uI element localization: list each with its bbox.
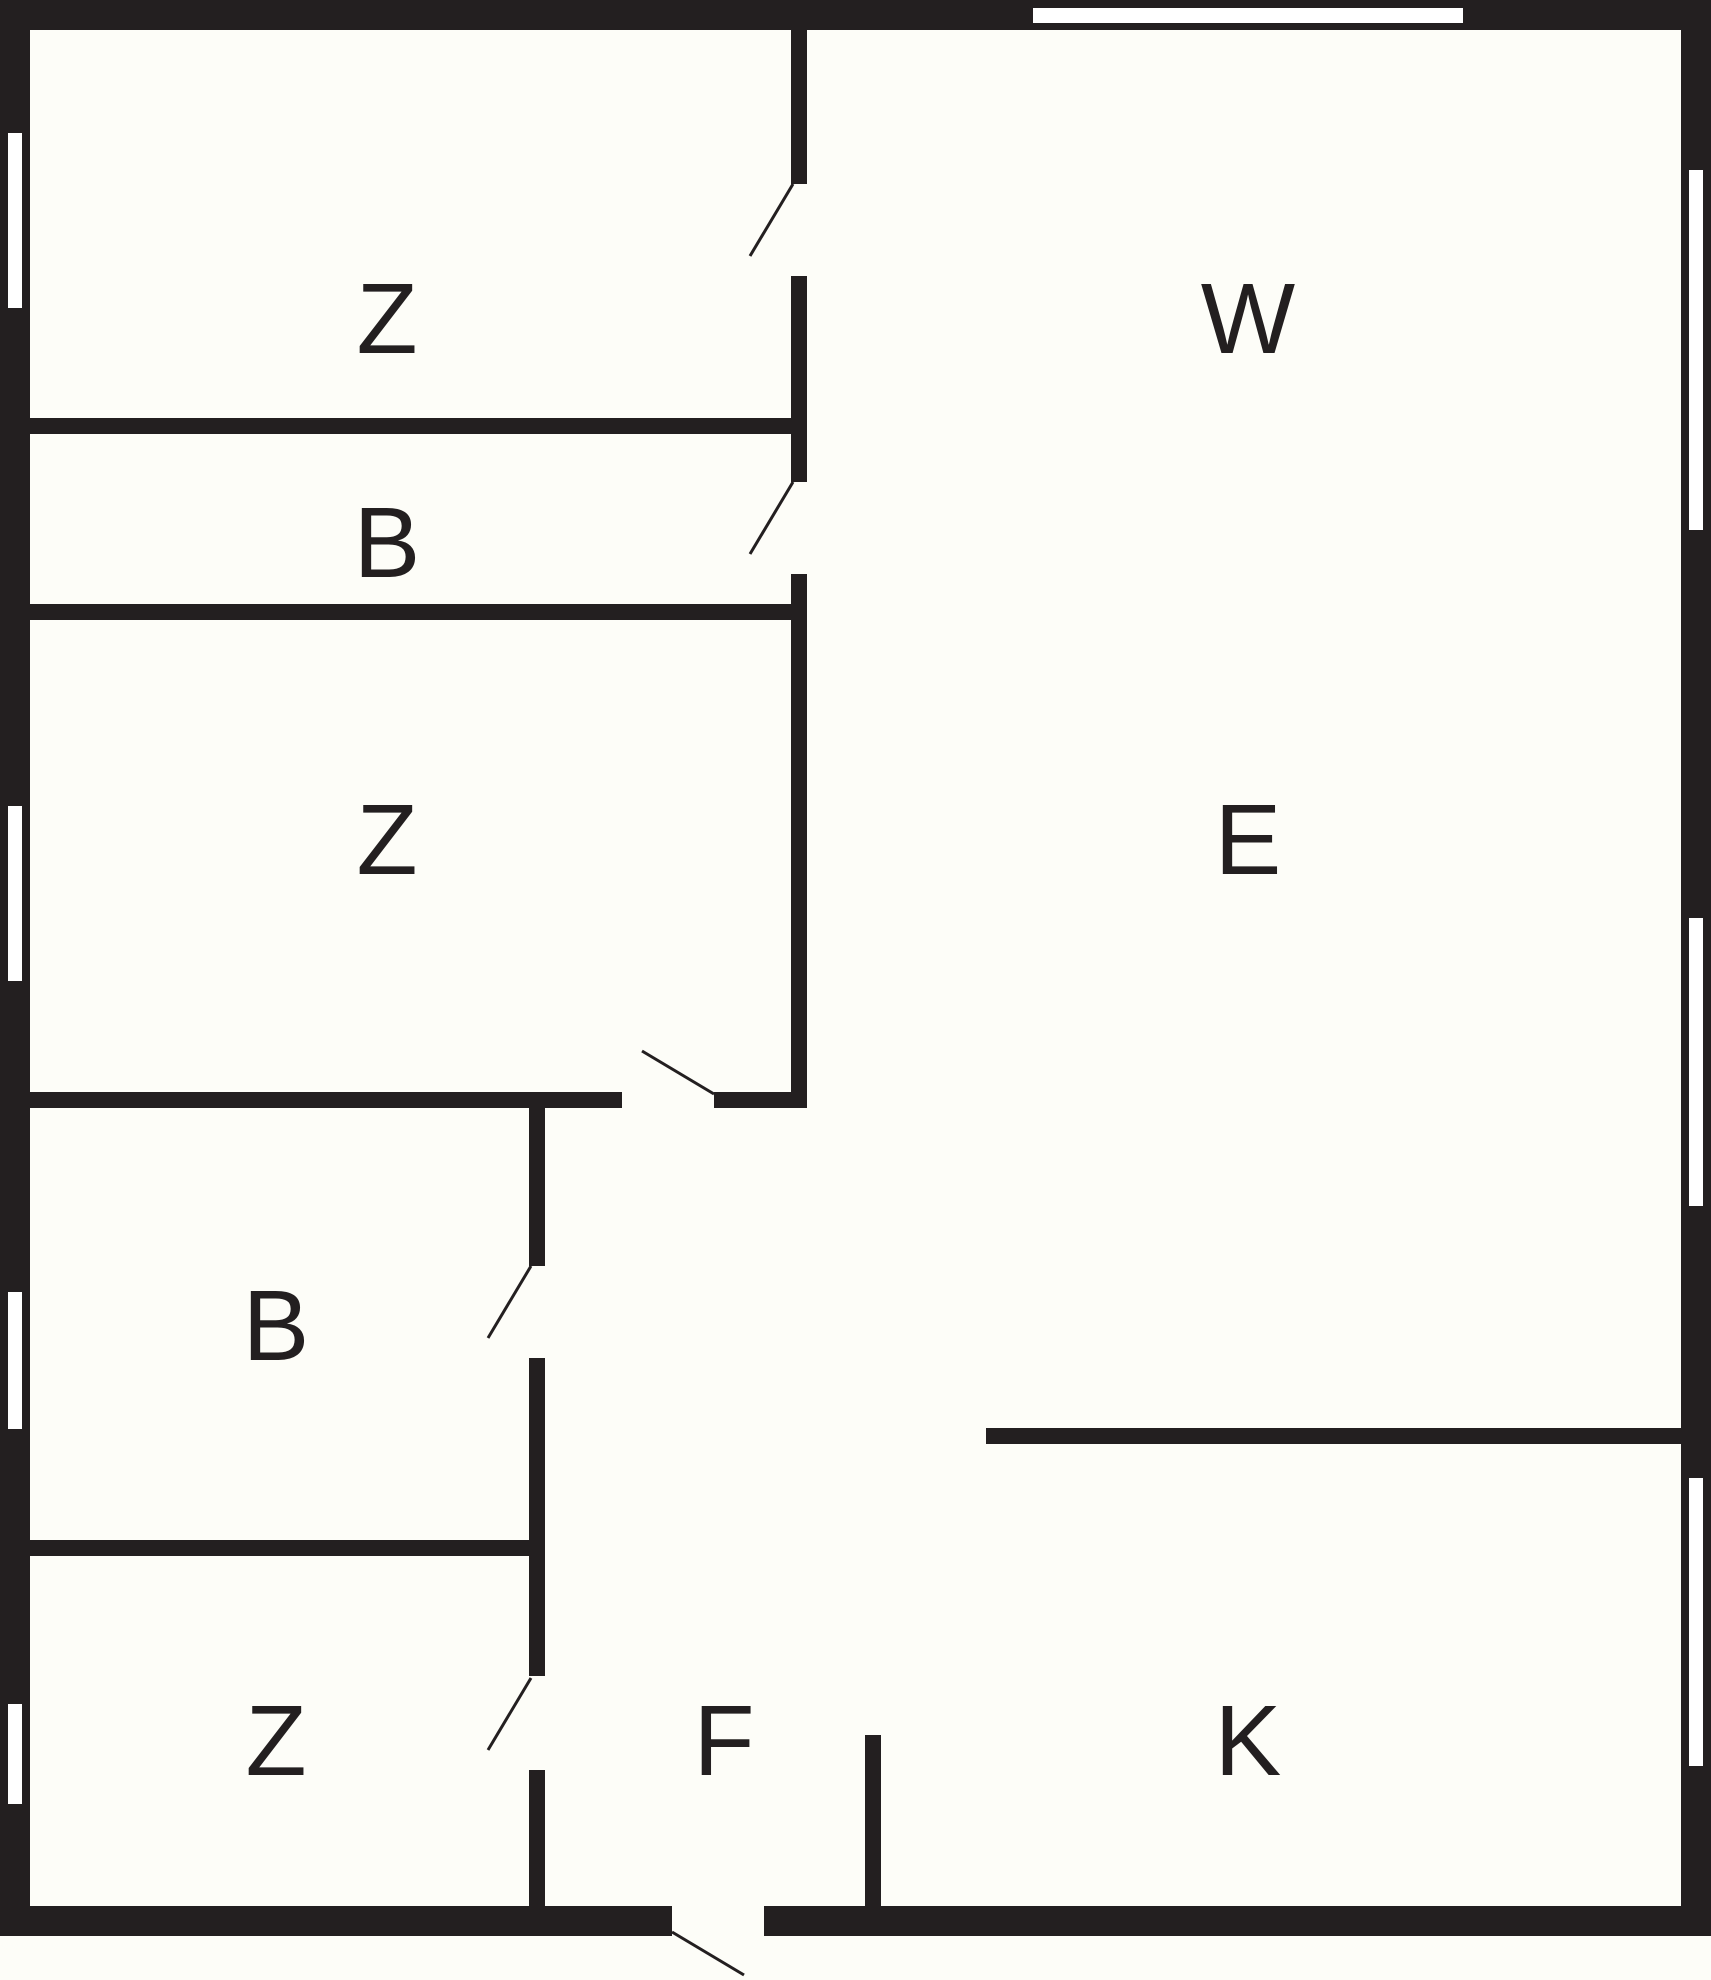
partition-kitchen-top [986,1428,1689,1444]
partition-upper-vertical-c [791,574,807,1108]
window-left-4 [8,1704,22,1804]
window-top [1033,8,1463,23]
outer-wall-bottom-right [764,1906,1711,1936]
partition-bath-bedroom-bottom [22,1540,537,1556]
partition-bedroom-bath-top [22,418,799,434]
partition-upper-vertical-a [791,22,807,184]
partition-lower-vertical-c [529,1770,545,1914]
window-right-2 [1689,918,1703,1206]
door-front [671,1930,745,1977]
partition-middle-horizontal-left [22,1092,622,1108]
door-bedroom-top [748,183,795,257]
partition-lower-vertical-a [529,1100,545,1266]
partition-bath-bedroom-middle [22,604,799,620]
door-swings [486,183,795,1977]
window-right-3 [1689,1478,1703,1766]
floor-area [22,22,1689,1920]
partition-middle-horizontal-right [714,1092,807,1108]
room-label-bathroom-top: B [354,487,421,599]
door-bathroom-top [748,481,795,555]
outer-wall-bottom-left [0,1906,672,1936]
partition-upper-vertical-b [791,276,807,482]
door-bedroom-middle [641,1049,715,1096]
window-left-2 [8,806,22,981]
partition-lower-vertical-b [529,1358,545,1676]
room-label-bedroom-middle: Z [356,784,417,896]
room-label-kitchen: K [1215,1685,1282,1797]
door-bedroom-bottom [486,1677,533,1751]
partition-hallway-kitchen-stub [865,1735,881,1914]
window-right-1 [1689,170,1703,530]
room-label-living-room: W [1201,263,1296,375]
room-labels: Z B Z W E B Z F K [243,263,1296,1797]
window-left-1 [8,133,22,308]
room-label-bedroom-top: Z [356,263,417,375]
window-left-3 [8,1292,22,1429]
room-label-bathroom-bottom: B [243,1270,310,1382]
door-bathroom-bottom [486,1265,533,1339]
room-label-hallway: F [693,1685,754,1797]
room-label-dining-room: E [1215,784,1282,896]
room-label-bedroom-bottom: Z [245,1685,306,1797]
windows [8,8,1703,1804]
front-door-opening [672,1906,764,1936]
